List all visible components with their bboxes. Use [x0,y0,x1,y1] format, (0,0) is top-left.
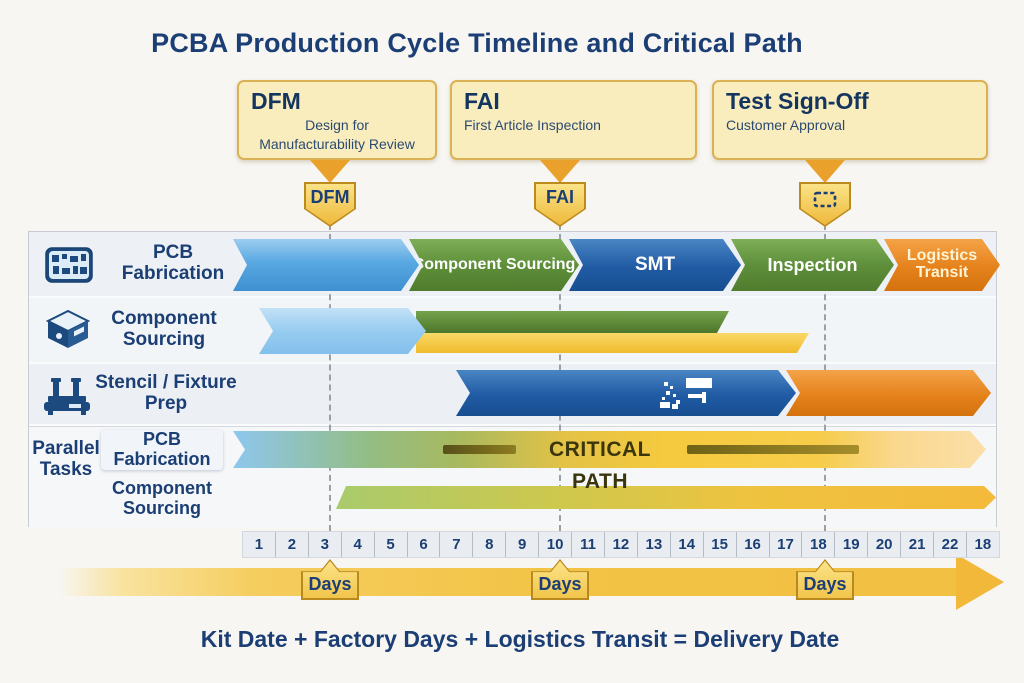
critical-path-label: CRITICAL PATH [549,438,651,493]
day-cell: 2 [276,532,309,557]
callout-dfm-body: Design for Manufacturability Review [259,117,415,152]
machine-icon [41,374,93,421]
critical-path-stripe-right [687,445,859,454]
pcb-outline-icon [801,184,849,225]
day-cell: 6 [408,532,441,557]
days-marker-3-label: Days [798,561,852,598]
day-cell: 4 [342,532,375,557]
day-scale: 1 2 3 4 5 6 7 8 9 10 11 12 13 14 15 16 1… [242,531,1000,558]
row-label-pcb-fabrication: PCB Fabrication [121,242,225,285]
days-marker-1-label: Days [303,561,357,598]
callout-fai-heading: FAI [464,88,500,114]
bar-logistics-transit: Logistics Transit [884,239,1000,291]
callout-dfm: DFM Design for Manufacturability Review [237,80,437,160]
day-cell: 12 [605,532,638,557]
callout-test-signoff: Test Sign-Off Customer Approval [712,80,988,160]
day-cell: 8 [473,532,507,557]
day-cell: 22 [934,532,967,557]
days-marker-2-label: Days [533,561,587,598]
day-cell: 7 [440,532,474,557]
callout-fai: FAI First Article Inspection [450,80,697,160]
connector-triangle [540,160,580,183]
day-cell: 21 [901,532,935,557]
bar-stencil-prep [456,370,796,416]
bar-inspection: Inspection [731,239,894,291]
day-cell: 16 [737,532,770,557]
bar-smt: SMT [569,239,741,291]
day-cell: 1 [243,532,276,557]
delivery-formula: Kit Date + Factory Days + Logistics Tran… [200,626,840,652]
day-cell: 5 [375,532,408,557]
day-cell: 3 [309,532,342,557]
milestone-badge-fai: FAI [534,182,586,227]
callout-test-signoff-heading: Test Sign-Off [726,88,869,114]
days-marker-1: Days [301,559,359,600]
day-cell: 11 [572,532,605,557]
box-icon [44,309,92,356]
days-marker-3: Days [796,559,854,600]
day-cell: 10 [539,532,573,557]
bar-component-sourcing: Component Sourcing [409,239,579,291]
milestone-badge-fai-label: FAI [536,184,584,225]
day-cell: 15 [704,532,737,557]
day-cell: 14 [671,532,704,557]
milestone-badge-dfm-label: DFM [306,184,354,225]
sub-label-pcb-fabrication: PCB Fabrication [101,429,223,470]
bar-sourcing-yellow [416,333,809,353]
bar-pcb-fabrication [233,239,419,291]
bar-parallel-sourcing [336,486,996,509]
timeline-arrow-head-icon [956,554,1004,610]
callout-fai-body: First Article Inspection [464,117,601,134]
gantt-chart: PCB Fabrication Component Sourcing SMT I… [28,231,1000,528]
connector-triangle [310,160,350,183]
milestone-badge-signoff [799,182,851,227]
group-label-parallel-tasks: Parallel Tasks [32,438,100,481]
day-cell: 19 [835,532,869,557]
callout-test-signoff-body: Customer Approval [726,117,846,134]
callout-dfm-heading: DFM [251,88,301,114]
day-cell: 20 [868,532,902,557]
day-cell: 18 [974,536,992,553]
paste-print-icon [656,374,718,417]
day-cell: 9 [506,532,540,557]
critical-path-stripe-left [443,445,516,454]
day-cell: 13 [638,532,671,557]
pcb-icon [45,243,93,292]
day-cell: 17 [770,532,803,557]
sub-label-component-sourcing: Component Sourcing [112,478,212,519]
milestone-badge-dfm: DFM [304,182,356,227]
bar-sourcing-lightblue [259,308,426,354]
milestone-dashed-line-day3 [329,224,331,531]
days-marker-2: Days [531,559,589,600]
day-cell: 18 [802,532,836,557]
connector-triangle [805,160,845,183]
row-label-stencil-fixture-prep: Stencil / Fixture Prep [95,372,237,415]
row-label-component-sourcing: Component Sourcing [111,308,217,351]
bar-logistics-orange [786,370,991,416]
bar-critical-path [233,431,986,468]
bar-sourcing-green [416,311,729,333]
page-title: PCBA Production Cycle Timeline and Criti… [151,28,803,58]
